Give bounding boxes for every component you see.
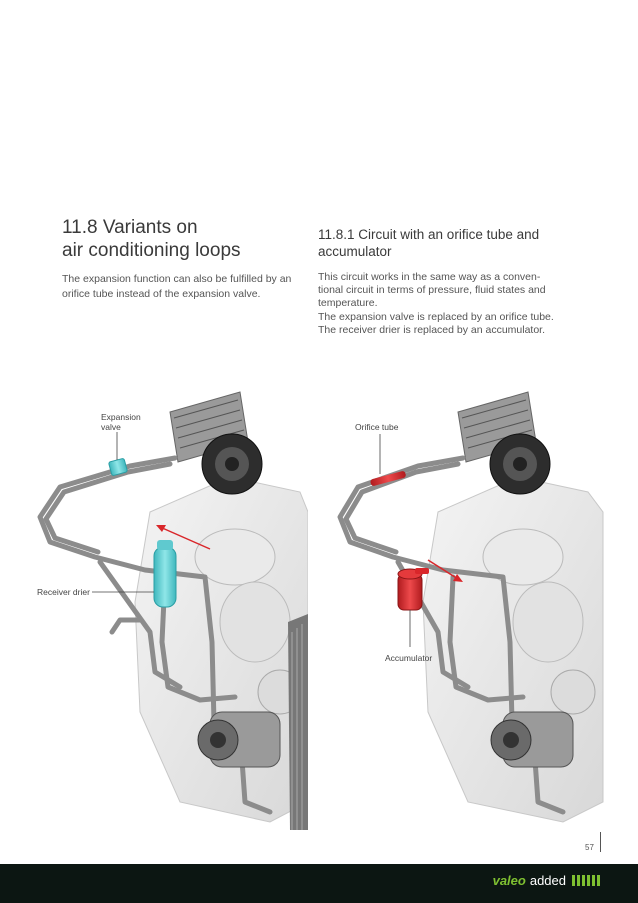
page-number: 57 xyxy=(585,843,594,852)
subsection-line-1: This circuit works in the same way as a … xyxy=(318,271,541,283)
label-accumulator: Accumulator xyxy=(385,653,432,663)
brand-tagline: added xyxy=(529,872,566,888)
expansion-valve xyxy=(108,458,128,476)
figure-expansion-valve-circuit: Expansion valve Receiver drier xyxy=(37,391,308,830)
subsection-paragraph: This circuit works in the same way as a … xyxy=(318,271,598,337)
flow-arrow xyxy=(156,525,211,550)
footer-bar xyxy=(0,864,638,903)
evaporator-unit xyxy=(169,391,263,495)
intro-line-2: orifice tube instead of the expansion va… xyxy=(62,287,261,300)
compressor xyxy=(197,711,281,768)
subsection-line-2: tional circuit in terms of pressure, flu… xyxy=(318,284,546,297)
subsection-heading-line1: 11.8.1 Circuit with an orifice tube and xyxy=(318,227,540,242)
subsection-line-5: The receiver drier is replaced by an acc… xyxy=(318,323,546,336)
flow-arrow xyxy=(427,559,463,582)
brand-bars-icon xyxy=(572,874,600,886)
intro-line-1: The expansion function can also be fulfi… xyxy=(62,273,292,285)
subsection-heading-line2: accumulator xyxy=(318,244,392,259)
evaporator-unit xyxy=(457,391,551,495)
subsection-heading: 11.8.1 Circuit with an orifice tube and … xyxy=(318,226,598,260)
subsection-line-4: The expansion valve is replaced by an or… xyxy=(318,310,554,323)
section-heading-line1: 11.8 Variants on xyxy=(62,217,198,238)
orifice-tube xyxy=(370,471,406,486)
brand-name: valeo xyxy=(492,872,526,888)
label-expansion-valve-line2: valve xyxy=(101,422,121,432)
figure-orifice-tube-circuit: Orifice tube Accumulator xyxy=(337,391,604,823)
subsection-line-3: temperature. xyxy=(318,297,378,310)
compressor xyxy=(490,711,574,768)
label-receiver-drier: Receiver drier xyxy=(37,587,90,597)
accumulator xyxy=(397,568,429,611)
brand-logo: valeo added xyxy=(493,870,600,890)
label-orifice-tube: Orifice tube xyxy=(355,422,399,432)
section-heading: 11.8 Variants on air conditioning loops xyxy=(62,216,302,262)
intro-paragraph: The expansion function can also be fulfi… xyxy=(62,272,307,301)
page-number-rule xyxy=(600,832,601,852)
label-expansion-valve-line1: Expansion xyxy=(101,412,141,422)
condenser xyxy=(288,614,308,830)
receiver-drier xyxy=(153,540,177,608)
section-heading-line2: air conditioning loops xyxy=(62,240,241,261)
